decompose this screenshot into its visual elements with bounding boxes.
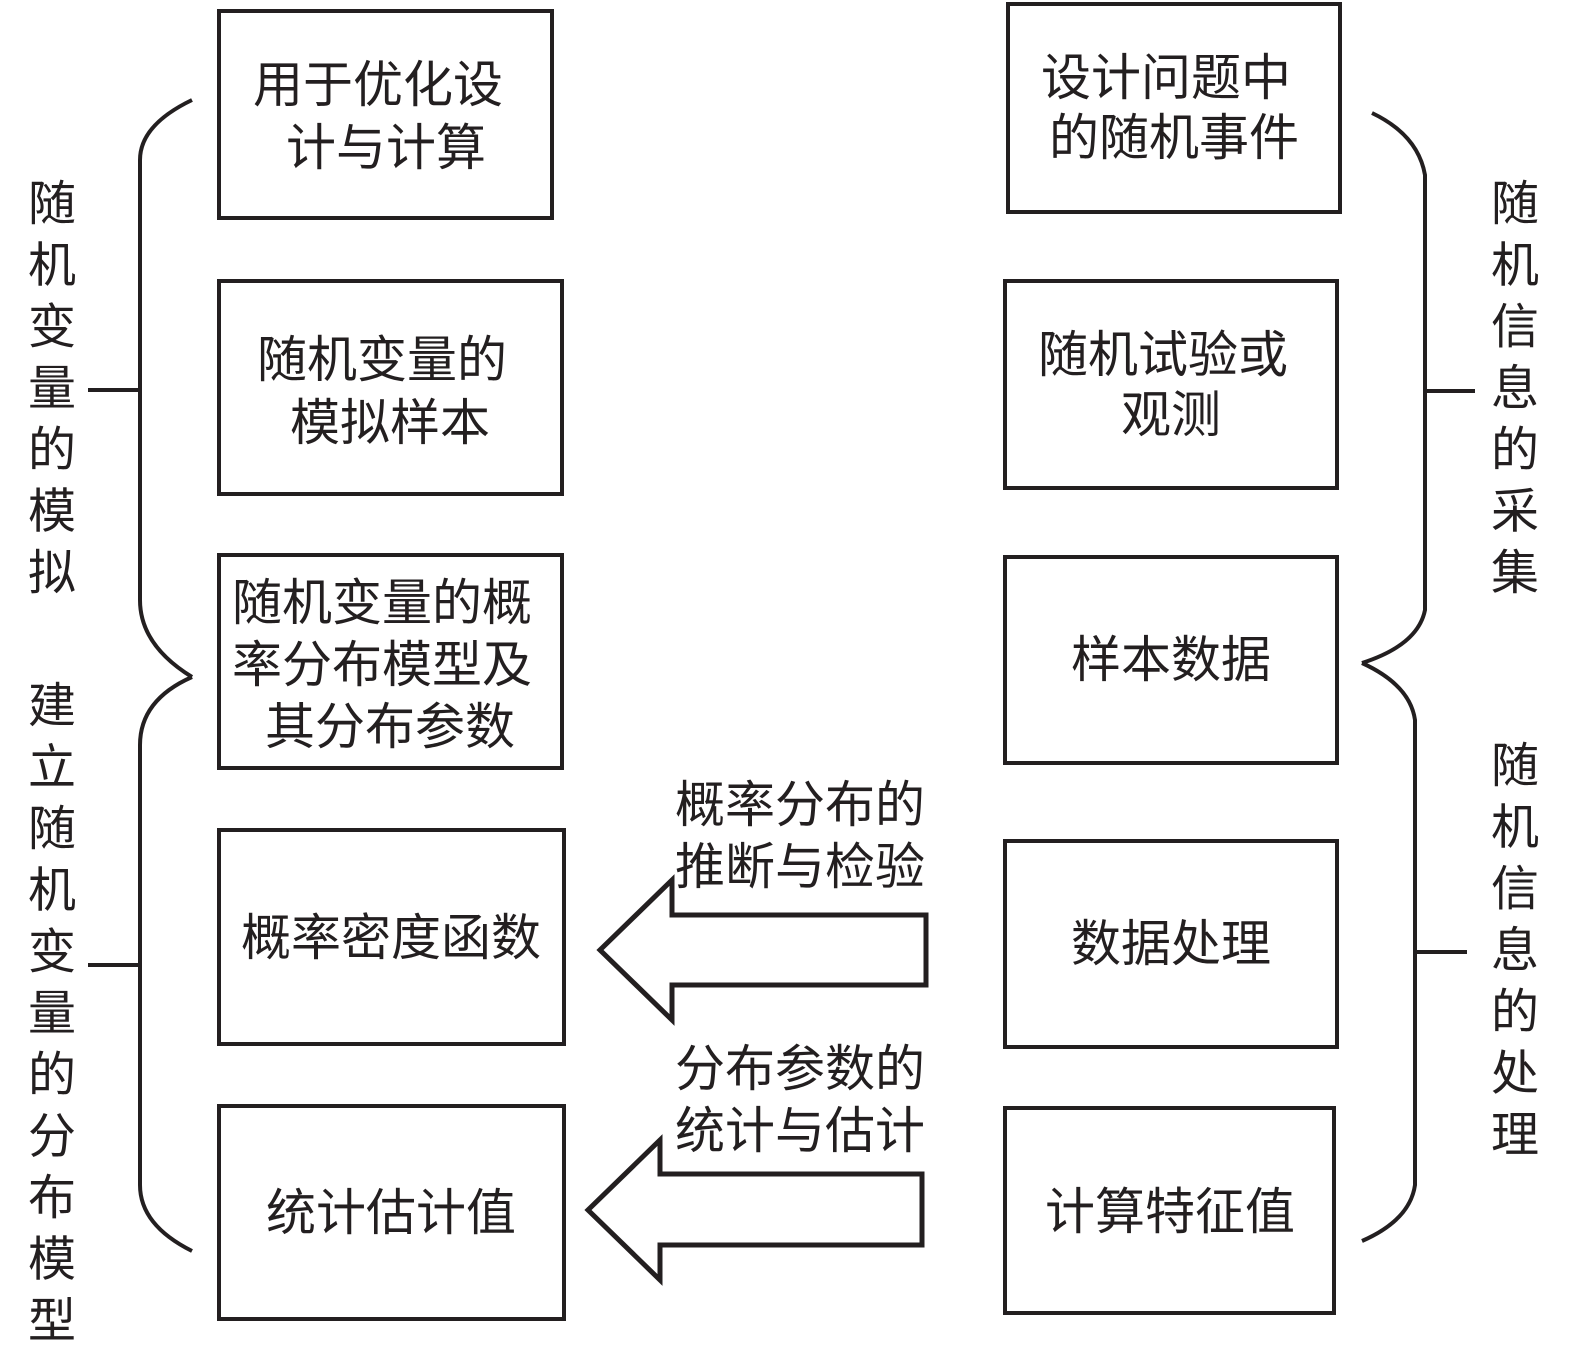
label-char: 分 [28,1109,76,1165]
label-char: 信 [1491,861,1539,917]
box-text: 设计问题中 的随机事件 [1041,49,1307,167]
label-char: 变 [28,299,76,355]
left-arrow-icon [584,1134,925,1286]
label-char: 随 [28,801,76,857]
label-char: 随 [1491,176,1539,232]
left-box-probability-density: 概率密度函数 [217,828,566,1046]
box-text: 随机变量的概 率分布模型及 其分布参数 [232,574,548,756]
box-text: 随机变量的 模拟样本 [257,331,523,452]
label-char: 的 [1491,422,1539,478]
box-text: 统计估计值 [266,1184,516,1242]
right-box-sample-data: 样本数据 [1003,555,1339,765]
left-label-distribution-model: 建立随机变量的分布模型 [28,678,76,1349]
label-char: 息 [1491,923,1539,979]
label-char: 随 [1491,738,1539,794]
label-char: 机 [28,863,76,919]
left-brace-upper [138,98,194,679]
label-char: 布 [28,1170,76,1226]
right-brace-upper [1361,111,1427,665]
box-text: 数据处理 [1071,915,1271,973]
arrow-label: 分布参数的 统计与估计 [675,1040,941,1160]
right-label-info-processing: 随机信息的处理 [1491,738,1539,1163]
label-char: 采 [1491,484,1539,540]
label-char: 型 [28,1293,76,1349]
label-char: 集 [1491,545,1539,601]
right-label-info-collection: 随机信息的采集 [1491,176,1539,601]
label-char: 机 [28,238,76,294]
box-text: 随机试验或 观测 [1038,326,1304,444]
left-brace-lower [138,675,193,1253]
label-char: 变 [28,924,76,980]
box-text: 用于优化设 计与计算 [253,56,519,177]
label-char: 量 [28,361,76,417]
left-box-statistical-estimate: 统计估计值 [217,1104,566,1321]
label-char: 量 [28,986,76,1042]
label-char: 机 [1491,800,1539,856]
left-box-distribution-model: 随机变量的概 率分布模型及 其分布参数 [217,553,564,770]
box-text: 计算特征值 [1045,1183,1295,1241]
arrow-label: 概率分布的 推断与检验 [675,776,941,896]
left-arrow-icon [596,874,929,1026]
label-char: 立 [28,740,76,796]
label-char: 的 [1491,984,1539,1040]
label-char: 的 [28,1047,76,1103]
right-box-experiment-observation: 随机试验或 观测 [1003,279,1339,490]
right-box-characteristic-values: 计算特征值 [1003,1106,1336,1315]
label-char: 理 [1491,1107,1539,1163]
label-char: 建 [28,678,76,734]
box-text: 样本数据 [1071,631,1271,689]
right-box-data-processing: 数据处理 [1003,839,1339,1049]
left-box-optimization-design: 用于优化设 计与计算 [217,9,554,220]
right-brace-lower [1361,661,1417,1243]
label-char: 的 [28,422,76,478]
box-text: 概率密度函数 [241,909,541,967]
arrow-statistics-estimation: 分布参数的 统计与估计 [584,1040,941,1286]
label-char: 处 [1491,1046,1539,1102]
right-box-random-events: 设计问题中 的随机事件 [1006,2,1342,214]
label-char: 信 [1491,299,1539,355]
label-char: 模 [28,1232,76,1288]
left-label-simulation: 随机变量的模拟 [28,176,76,601]
arrow-inference-testing: 概率分布的 推断与检验 [596,776,941,1026]
label-char: 拟 [28,545,76,601]
label-char: 息 [1491,361,1539,417]
label-char: 模 [28,484,76,540]
label-char: 随 [28,176,76,232]
label-char: 机 [1491,238,1539,294]
left-box-simulation-samples: 随机变量的 模拟样本 [217,279,564,496]
